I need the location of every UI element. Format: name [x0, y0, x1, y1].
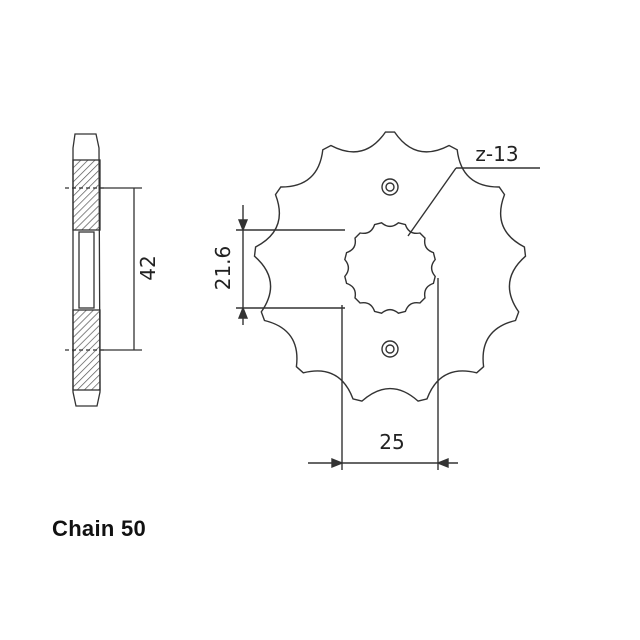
side-hatch-top: [72, 159, 101, 231]
bolt-hole-bottom: [381, 340, 399, 358]
side-bore: [78, 231, 95, 309]
dim-25-label: 25: [379, 430, 404, 454]
front-view: [236, 131, 540, 470]
dim-21-6-label: 21.6: [211, 246, 235, 291]
tooth-count-label: z-13: [475, 142, 518, 166]
dim-21-6-arrow-bottom: [237, 306, 249, 319]
chain-caption: Chain 50: [52, 516, 147, 541]
bolt-hole-top: [381, 178, 399, 196]
tooth-count-leader: [407, 167, 457, 237]
dim-25-arrow-right: [436, 457, 449, 469]
dim-42-label: 42: [136, 255, 160, 280]
dim-25-arrow-left: [331, 457, 344, 469]
sprocket-outline: [253, 131, 527, 402]
dim-21-6-arrow-top: [237, 219, 249, 232]
spline-bore: [344, 222, 436, 314]
side-view: [65, 133, 142, 407]
